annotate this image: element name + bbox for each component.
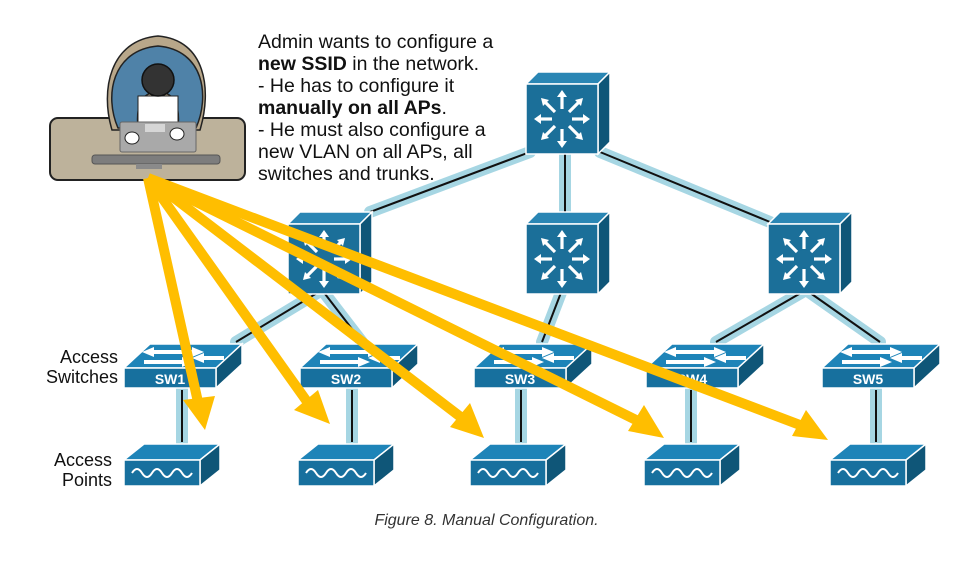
distribution-switch-3	[766, 210, 854, 296]
access-switch-sw2: SW2	[299, 343, 419, 389]
access-point-5	[829, 443, 927, 487]
note-emphasis: manually on all APs	[258, 97, 442, 119]
note-text: in the network.	[346, 53, 480, 75]
note-line: new SSID in the network.	[258, 53, 538, 75]
access-switch-sw3: SW3	[473, 343, 593, 389]
note-line: new VLAN on all APs, all	[258, 141, 473, 163]
label-line: Points	[61, 470, 112, 490]
network-links	[176, 146, 886, 448]
note-line: switches and trunks.	[258, 163, 435, 185]
switch-label: SW1	[155, 371, 186, 387]
distribution-switch-2	[524, 210, 612, 296]
core-switch	[524, 70, 612, 156]
label-line: Access	[53, 450, 112, 470]
admin-workstation-icon	[49, 35, 246, 181]
config-arrows	[143, 173, 828, 440]
arrow-to-ap-1	[143, 176, 215, 430]
switch-label: SW2	[331, 371, 362, 387]
figure-caption: Figure 8. Manual Configuration.	[374, 512, 599, 529]
note-text: .	[441, 97, 447, 119]
admin-note: Admin wants to configure a new SSID in t…	[258, 31, 538, 185]
access-switch-sw4: SW4	[645, 343, 765, 389]
arrow-to-ap-3	[144, 174, 484, 438]
note-line: manually on all APs.	[258, 97, 538, 119]
access-point-3	[469, 443, 567, 487]
switch-label: SW3	[505, 371, 536, 387]
note-line: - He has to configure it	[258, 75, 455, 97]
access-points-label: Access Points	[20, 450, 112, 490]
access-point-4	[643, 443, 741, 487]
label-line: Switches	[45, 367, 118, 387]
switch-label: SW5	[853, 371, 884, 387]
arrow-to-ap-5	[146, 173, 828, 440]
label-line: Access	[59, 347, 118, 367]
access-switch-sw1: SW1	[123, 343, 243, 389]
access-point-2	[297, 443, 395, 487]
arrow-to-ap-4	[145, 173, 664, 438]
note-line: - He must also configure a	[258, 119, 486, 141]
arrow-to-ap-2	[143, 175, 330, 424]
access-switch-sw5: SW5	[821, 343, 941, 389]
note-emphasis: new SSID	[258, 53, 347, 75]
access-point-1	[123, 443, 221, 487]
access-switches-label: Access Switches	[20, 347, 118, 387]
note-line: Admin wants to configure a	[258, 31, 494, 53]
